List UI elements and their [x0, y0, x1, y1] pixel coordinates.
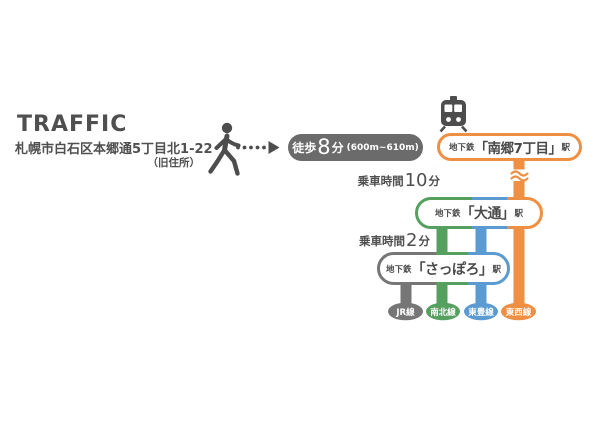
ride-time-1-unit: 分 [428, 174, 441, 188]
walk-unit: 分 [331, 141, 344, 155]
station-1-name: 「南郷7丁目」 [474, 141, 562, 157]
station-pill-nango7chome [437, 133, 582, 161]
legend-label-jr: JR線 [396, 307, 415, 318]
ride-time-1-label: 乗車時間 [357, 174, 404, 188]
walk-distance: (600m~610m) [346, 142, 419, 153]
legend-label-tozai: 東西線 [505, 307, 532, 318]
train-icon [439, 96, 468, 133]
station-2-prefix: 地下鉄 [434, 209, 461, 219]
legend-pill-namboku [426, 302, 460, 321]
station-1-suffix: 駅 [561, 143, 570, 153]
ride-time-1-minutes: 10 [404, 170, 428, 191]
station-3-name: 「さっぽろ」 [411, 261, 494, 278]
page-title: TRAFFIC [17, 112, 128, 137]
legend-label-toho: 東豊線 [468, 307, 494, 318]
legend-pill-jr [388, 302, 423, 321]
walking-person-icon [208, 122, 241, 176]
legend-label-namboku: 南北線 [430, 307, 456, 318]
old-address-note: （旧住所） [147, 157, 201, 169]
walk-label: 徒歩 [292, 141, 317, 155]
ride-time-2-unit: 分 [418, 234, 431, 248]
station-label-odori: 地下鉄 「大通」 駅 [415, 197, 543, 229]
walk-minutes: 8 [317, 135, 331, 159]
station-pill-sapporo [377, 252, 510, 285]
address-text: 札幌市白石区本郷通5丁目北1-22 [15, 142, 213, 157]
ride-time-2: 乗車時間 2 分 [340, 232, 430, 250]
ride-time-2-minutes: 2 [406, 230, 418, 251]
station-1-prefix: 地下鉄 [449, 143, 475, 153]
line-break-wave-icon [510, 169, 529, 182]
station-3-suffix: 駅 [492, 264, 502, 275]
station-label-nango7chome: 地下鉄 「南郷7丁目」 駅 [437, 133, 582, 161]
station-3-prefix: 地下鉄 [385, 264, 412, 275]
station-2-name: 「大通」 [460, 206, 516, 222]
ride-time-2-label: 乗車時間 [359, 234, 406, 248]
legend-pill-tozai [501, 302, 536, 321]
dotted-arrow-icon [236, 141, 280, 154]
walk-time-badge: 徒歩 8 分 (600m~610m) [288, 134, 423, 161]
station-pill-odori [415, 197, 543, 229]
station-label-sapporo: 地下鉄 「さっぽろ」 駅 [377, 252, 510, 285]
legend-pill-toho [464, 302, 498, 321]
ride-time-1: 乗車時間 10 分 [340, 172, 440, 190]
station-2-suffix: 駅 [514, 209, 524, 219]
